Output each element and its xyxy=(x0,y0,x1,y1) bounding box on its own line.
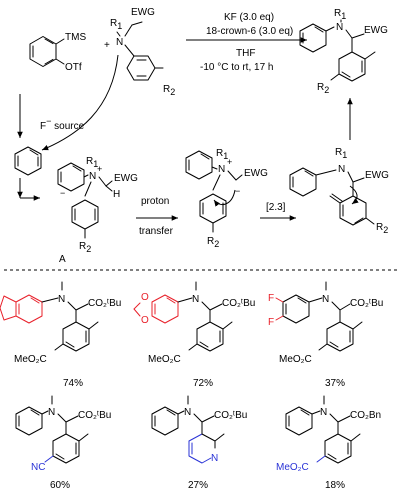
c-r2: R2 xyxy=(376,222,388,235)
p1-n: N xyxy=(58,294,65,305)
tms-label: TMS xyxy=(65,32,86,43)
p3-ester: CO₂ᵗBu xyxy=(350,298,383,309)
b-plus: + xyxy=(227,157,232,167)
reaction-conditions: KF (3.0 eq) 18-crown-6 (3.0 eq) THF -10 … xyxy=(186,12,307,73)
a-h: H xyxy=(113,189,120,200)
b-n: N xyxy=(218,164,225,175)
r1-label: R1 xyxy=(110,18,122,31)
proton-label: proton xyxy=(141,196,169,207)
p2-yield: 72% xyxy=(193,378,213,389)
minus-a: − xyxy=(60,188,65,198)
c-r1: R1 xyxy=(335,147,347,160)
a-n: N xyxy=(89,171,96,182)
conditions-line-4: -10 °C to rt, 17 h xyxy=(200,62,273,73)
c-ewg: EWG xyxy=(365,170,389,181)
product-1: N CO₂ᵗBu MeO₂C 74% xyxy=(0,281,121,389)
a-plus: + xyxy=(97,164,102,174)
product-2: O O N CO₂ᵗBu MeO₂C 72% xyxy=(133,281,255,389)
p5-ester: CO₂ᵗBu xyxy=(214,410,247,421)
fluoride-source: F− source xyxy=(40,116,85,132)
ewg-label: EWG xyxy=(131,7,155,18)
otf-label: OTf xyxy=(65,62,82,73)
p6-yield: 18% xyxy=(325,480,345,491)
r2-label: R2 xyxy=(163,84,175,97)
conditions-line-2: 18-crown-6 (3.0 eq) xyxy=(206,26,293,37)
tertiary-amine: R1 N EWG R2 xyxy=(110,7,175,97)
p1-yield: 74% xyxy=(63,378,83,389)
p2-o1: O xyxy=(141,292,149,303)
c-n: N xyxy=(338,164,345,175)
p2-o2: O xyxy=(141,315,149,326)
p6-n: N xyxy=(320,407,327,418)
p1-ester: CO₂ᵗBu xyxy=(88,298,121,309)
p2-sub: MeO₂C xyxy=(148,354,181,365)
p6-sub: MeO₂C xyxy=(276,462,309,473)
p3-yield: 37% xyxy=(325,378,345,389)
prod-r1-label: R1 xyxy=(334,8,346,21)
label-a: A xyxy=(59,254,66,265)
p4-ester: CO₂ᵗBu xyxy=(78,410,111,421)
p2-n: N xyxy=(192,294,199,305)
plus-sign: + xyxy=(104,40,110,51)
ammonium-ylide-a: − R1 N + EWG H R2 A xyxy=(57,156,138,265)
p4-sub: NC xyxy=(31,462,45,473)
conditions-line-1: KF (3.0 eq) xyxy=(224,12,274,23)
p5-yield: 27% xyxy=(188,480,208,491)
aryne-precursor: TMS OTf xyxy=(29,32,86,73)
b-r2: R2 xyxy=(207,236,219,249)
product-5: N CO₂ᵗBu N 27% xyxy=(151,395,247,491)
p4-yield: 60% xyxy=(50,480,70,491)
prod-ewg: EWG xyxy=(364,25,388,36)
p1-sub: MeO₂C xyxy=(14,354,47,365)
prod-r2-label: R2 xyxy=(317,82,329,95)
sigmatropic-label: [2.3] xyxy=(266,202,286,213)
b-ewg: EWG xyxy=(244,168,268,179)
p3-n: N xyxy=(322,294,329,305)
amine-n: N xyxy=(116,37,123,48)
product-general: R1 N EWG R2 xyxy=(299,8,388,95)
dearomatized-intermediate: R1 N EWG R2 xyxy=(289,147,389,235)
product-3: F F N CO₂ᵗBu MeO₂C 37% xyxy=(268,281,383,389)
p5-n: N xyxy=(184,407,191,418)
transfer-label: transfer xyxy=(139,226,174,237)
b-r1: R1 xyxy=(216,148,228,161)
a-r1: R1 xyxy=(86,156,98,169)
ammonium-ylide-b: R1 N + EWG − R2 xyxy=(185,148,268,249)
p3-f2: F xyxy=(268,317,274,328)
product-4: N CO₂ᵗBu NC 60% xyxy=(15,395,111,491)
a-r2: R2 xyxy=(79,241,91,254)
p3-sub: MeO₂C xyxy=(279,354,312,365)
product-6: N CO₂Bn MeO₂C 18% xyxy=(276,395,381,491)
p5-sub: N xyxy=(211,453,218,464)
p6-ester: CO₂Bn xyxy=(350,410,381,421)
conditions-line-3: THF xyxy=(236,48,255,59)
p4-n: N xyxy=(48,407,55,418)
p3-f1: F xyxy=(268,293,274,304)
prod-n: N xyxy=(336,22,343,33)
benzyne xyxy=(14,146,42,176)
a-ewg: EWG xyxy=(114,173,138,184)
p2-ester: CO₂ᵗBu xyxy=(222,298,255,309)
b-minus: − xyxy=(235,186,240,196)
